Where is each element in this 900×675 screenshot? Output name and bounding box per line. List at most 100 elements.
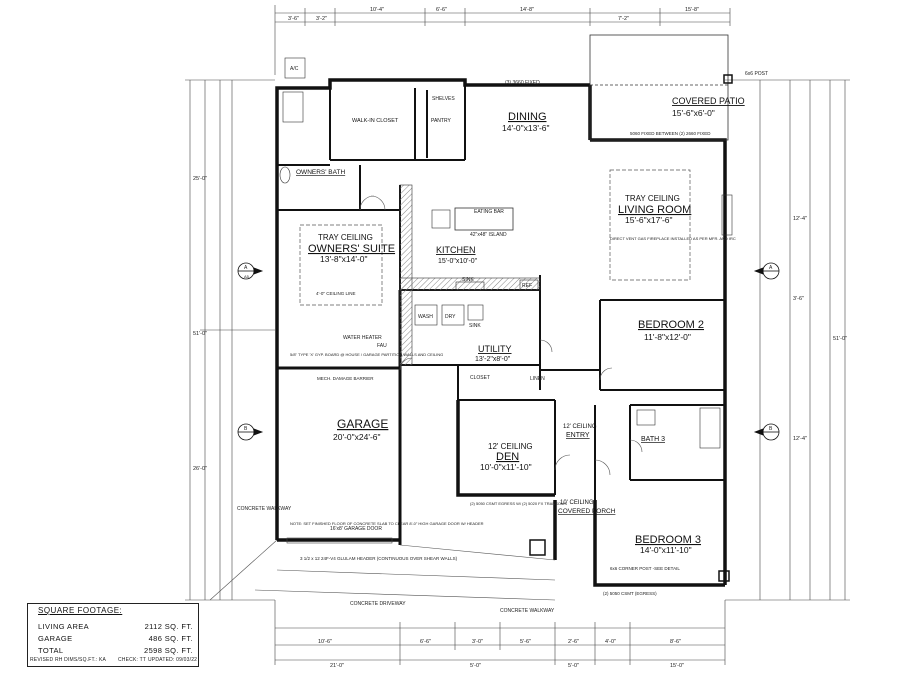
sqft-value-total: 2598 SQ. FT.: [144, 646, 193, 655]
dim-bottom2-1: 21'-0": [330, 663, 344, 669]
dim-bottom-2: 6'-6": [420, 639, 431, 645]
footer-check: CHECK: TT: [118, 657, 147, 663]
room-labels: DINING 14'-0"x13'-6" COVERED PATIO 15'-6…: [296, 96, 745, 555]
label-shelves: SHELVES: [432, 96, 455, 102]
dim-bottom-7: 8'-6": [670, 639, 681, 645]
dim-right-1: 51'-0": [833, 336, 847, 342]
room-bed3-name: BEDROOM 3: [635, 534, 701, 546]
label-garage-note: NOTE: SET FINISHED FLOOR OF CONCRETE SLA…: [290, 521, 484, 526]
dim-bottom2-4: 15'-0": [670, 663, 684, 669]
dim-bottom-1: 10'-6": [318, 639, 332, 645]
footer-revised: REVISED RH DIMS/SQ.FT.: KA: [30, 657, 107, 663]
room-suite-dims: 13'-8"x14'-0": [320, 254, 368, 264]
label-linen: LINEN: [530, 376, 545, 382]
label-header-note: 3 1/2 x 12 24F-V4 GLULAM HEADER (CONTINU…: [300, 556, 458, 561]
room-kitchen-name: KITCHEN: [436, 245, 476, 255]
room-dining-dims: 14'-0"x13'-6": [502, 123, 550, 133]
room-kitchen-dims: 15'-0"x10'-0": [438, 258, 478, 265]
dim-left-1: 25'-0": [193, 176, 207, 182]
door-swings: [359, 195, 643, 476]
dim-bottom2-2: 5'-0": [470, 663, 481, 669]
section-mark-a-left: A: [244, 265, 248, 271]
room-porch-ceiling: 10' CEILING: [560, 500, 594, 506]
dim-bottom-4: 5'-6": [520, 639, 531, 645]
room-patio-name: COVERED PATIO: [672, 96, 745, 106]
label-fixed-window: (3) 3660 FIXED: [505, 80, 540, 86]
label-island: 42"x48" ISLAND: [470, 232, 507, 238]
label-walkway-bottom: CONCRETE WALKWAY: [500, 608, 555, 614]
room-patio-dims: 15'-6"x6'-0": [672, 108, 715, 118]
room-suite-name: OWNERS' SUITE: [308, 243, 395, 255]
sqft-label-garage: GARAGE: [38, 634, 73, 643]
covered-patio-outline: [589, 34, 729, 141]
dim-top-3: 10'-4": [370, 7, 384, 13]
sqft-value-garage: 486 SQ. FT.: [148, 634, 193, 643]
dim-top-7: 15'-8": [685, 7, 699, 13]
square-footage-title: SQUARE FOOTAGE:: [38, 606, 123, 615]
label-corner-post: 6x6 CORNER POST -SEE DETAIL: [610, 566, 680, 571]
room-closet-name: WALK-IN CLOSET: [352, 118, 399, 124]
label-driveway: CONCRETE DRIVEWAY: [350, 601, 406, 607]
section-mark-a-right: A: [769, 265, 773, 271]
dim-top-1: 3'-6": [288, 16, 299, 22]
sqft-row-garage: GARAGE 486 SQ. FT.: [38, 634, 193, 643]
dim-top-4: 6'-6": [436, 7, 447, 13]
room-living-ceiling: TRAY CEILING: [625, 194, 680, 203]
section-markers: [237, 262, 780, 441]
label-den-window: (2) 5050 CSMT EGRESS W/ (2) 5020 FX TRAN…: [470, 501, 567, 506]
room-pantry-name: PANTRY: [431, 118, 451, 124]
dim-bottom2-3: 5'-0": [568, 663, 579, 669]
dimension-lines-bottom: [274, 600, 726, 665]
room-den-dims: 10'-0"x11'-10": [480, 462, 532, 472]
patio-post: [723, 74, 733, 84]
room-living-name: LIVING ROOM: [618, 204, 691, 216]
dim-top-2: 3'-2": [316, 16, 327, 22]
dim-right-4: 12'-4": [793, 436, 807, 442]
sqft-label-total: TOTAL: [38, 646, 64, 655]
label-tray-note: 4'-0" CEILING LINE: [316, 291, 355, 296]
dim-right-3: 3'-6": [793, 296, 804, 302]
label-mech-barrier: MECH. DAMAGE BARRIER: [317, 376, 374, 381]
room-garage-name: GARAGE: [337, 417, 388, 431]
room-den-ceiling: 12' CEILING: [488, 442, 533, 451]
room-bath3-name: BATH 3: [641, 436, 665, 443]
tray-ceilings: [299, 169, 691, 306]
room-entry-name: ENTRY: [566, 432, 590, 439]
interior-walls: [277, 85, 725, 500]
room-den-name: DEN: [496, 451, 519, 463]
room-entry-ceiling: 12' CEILING: [563, 424, 597, 430]
dim-left-2: 51'-0": [193, 331, 207, 337]
label-sink-kitchen: SINK: [462, 277, 474, 283]
room-bed2-name: BEDROOM 2: [638, 319, 704, 331]
room-porch-name: COVERED PORCH: [558, 508, 616, 515]
dim-right-2: 12'-4": [793, 216, 807, 222]
dim-top-5: 14'-8": [520, 7, 534, 13]
dimension-lines-top: [274, 5, 731, 75]
dimension-lines-right: [725, 79, 850, 601]
label-eating-bar: EATING BAR: [474, 209, 504, 215]
dim-top-6: 7'-2": [618, 16, 629, 22]
dim-bottom-3: 3'-0": [472, 639, 483, 645]
corner-post: [718, 570, 730, 582]
sqft-row-total: TOTAL 2598 SQ. FT.: [38, 646, 193, 655]
label-ac: A/C: [290, 66, 299, 72]
label-sink-utility: SINK: [469, 323, 481, 329]
walkway-lines: [209, 539, 556, 601]
square-footage-box: SQUARE FOOTAGE: LIVING AREA 2112 SQ. FT.…: [27, 603, 199, 667]
porch-post: [529, 539, 546, 556]
room-bath-name: OWNERS' BATH: [296, 169, 345, 176]
fixtures: [279, 57, 733, 449]
dimension-labels-bottom: 10'-6" 6'-6" 3'-0" 5'-6" 2'-6" 4'-0" 8'-…: [318, 639, 684, 669]
label-ref: REF: [522, 283, 532, 289]
dim-left-3: 26'-0": [193, 466, 207, 472]
room-garage-dims: 20'-0"x24'-6": [333, 432, 381, 442]
room-bed3-dims: 14'-0"x11'-10": [640, 545, 692, 555]
room-bed2-dims: 11'-8"x12'-0": [644, 332, 691, 342]
label-fau: FAU: [377, 343, 387, 349]
misc-labels: A/C EATING BAR 42"x48" ISLAND REF DRY WA…: [237, 66, 768, 614]
section-mark-b-right: B: [769, 426, 773, 432]
label-closet: CLOSET: [470, 375, 490, 381]
label-walkway-left: CONCRETE WALKWAY: [237, 506, 292, 512]
room-utility-dims: 13'-2"x8'-0": [475, 356, 511, 363]
